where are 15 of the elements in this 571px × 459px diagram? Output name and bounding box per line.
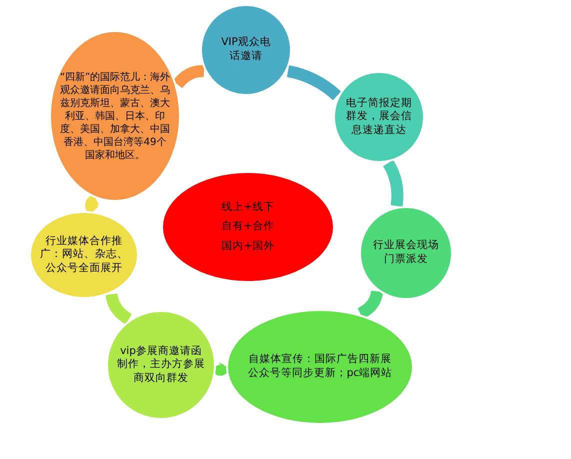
node-text: 自媒体宣传：国际广告四新展公众号等同步更新；pc端网站 bbox=[246, 353, 394, 381]
node-text: VIP观众电话邀请 bbox=[220, 36, 272, 64]
node-text: 行业展会现场门票派发 bbox=[373, 239, 439, 267]
node-text: “四新”的国际范儿：海外观众邀请面向乌克兰、乌兹别克斯坦、蒙古、澳大利亚、韩国、日本、印度、美国、加拿大、中国香港、中国台湾等49个国家和地区。 bbox=[59, 70, 171, 162]
connector bbox=[286, 65, 342, 100]
connector bbox=[106, 293, 132, 324]
connector bbox=[382, 160, 404, 207]
connector bbox=[357, 290, 384, 319]
connector bbox=[172, 65, 204, 88]
node-text: 自有+合作 bbox=[222, 220, 274, 234]
node-text: 电子简报定期群发，展会信息速递直达 bbox=[345, 96, 413, 138]
node-text: 国内+国外 bbox=[222, 240, 274, 254]
node-text: 行业媒体合作推广：网站、杂志、公众号全面展开 bbox=[39, 234, 129, 276]
node-text: 线上+线下 bbox=[222, 200, 274, 214]
node-text: vip参展商邀请函制作，主办方参展商双向群发 bbox=[116, 344, 206, 386]
